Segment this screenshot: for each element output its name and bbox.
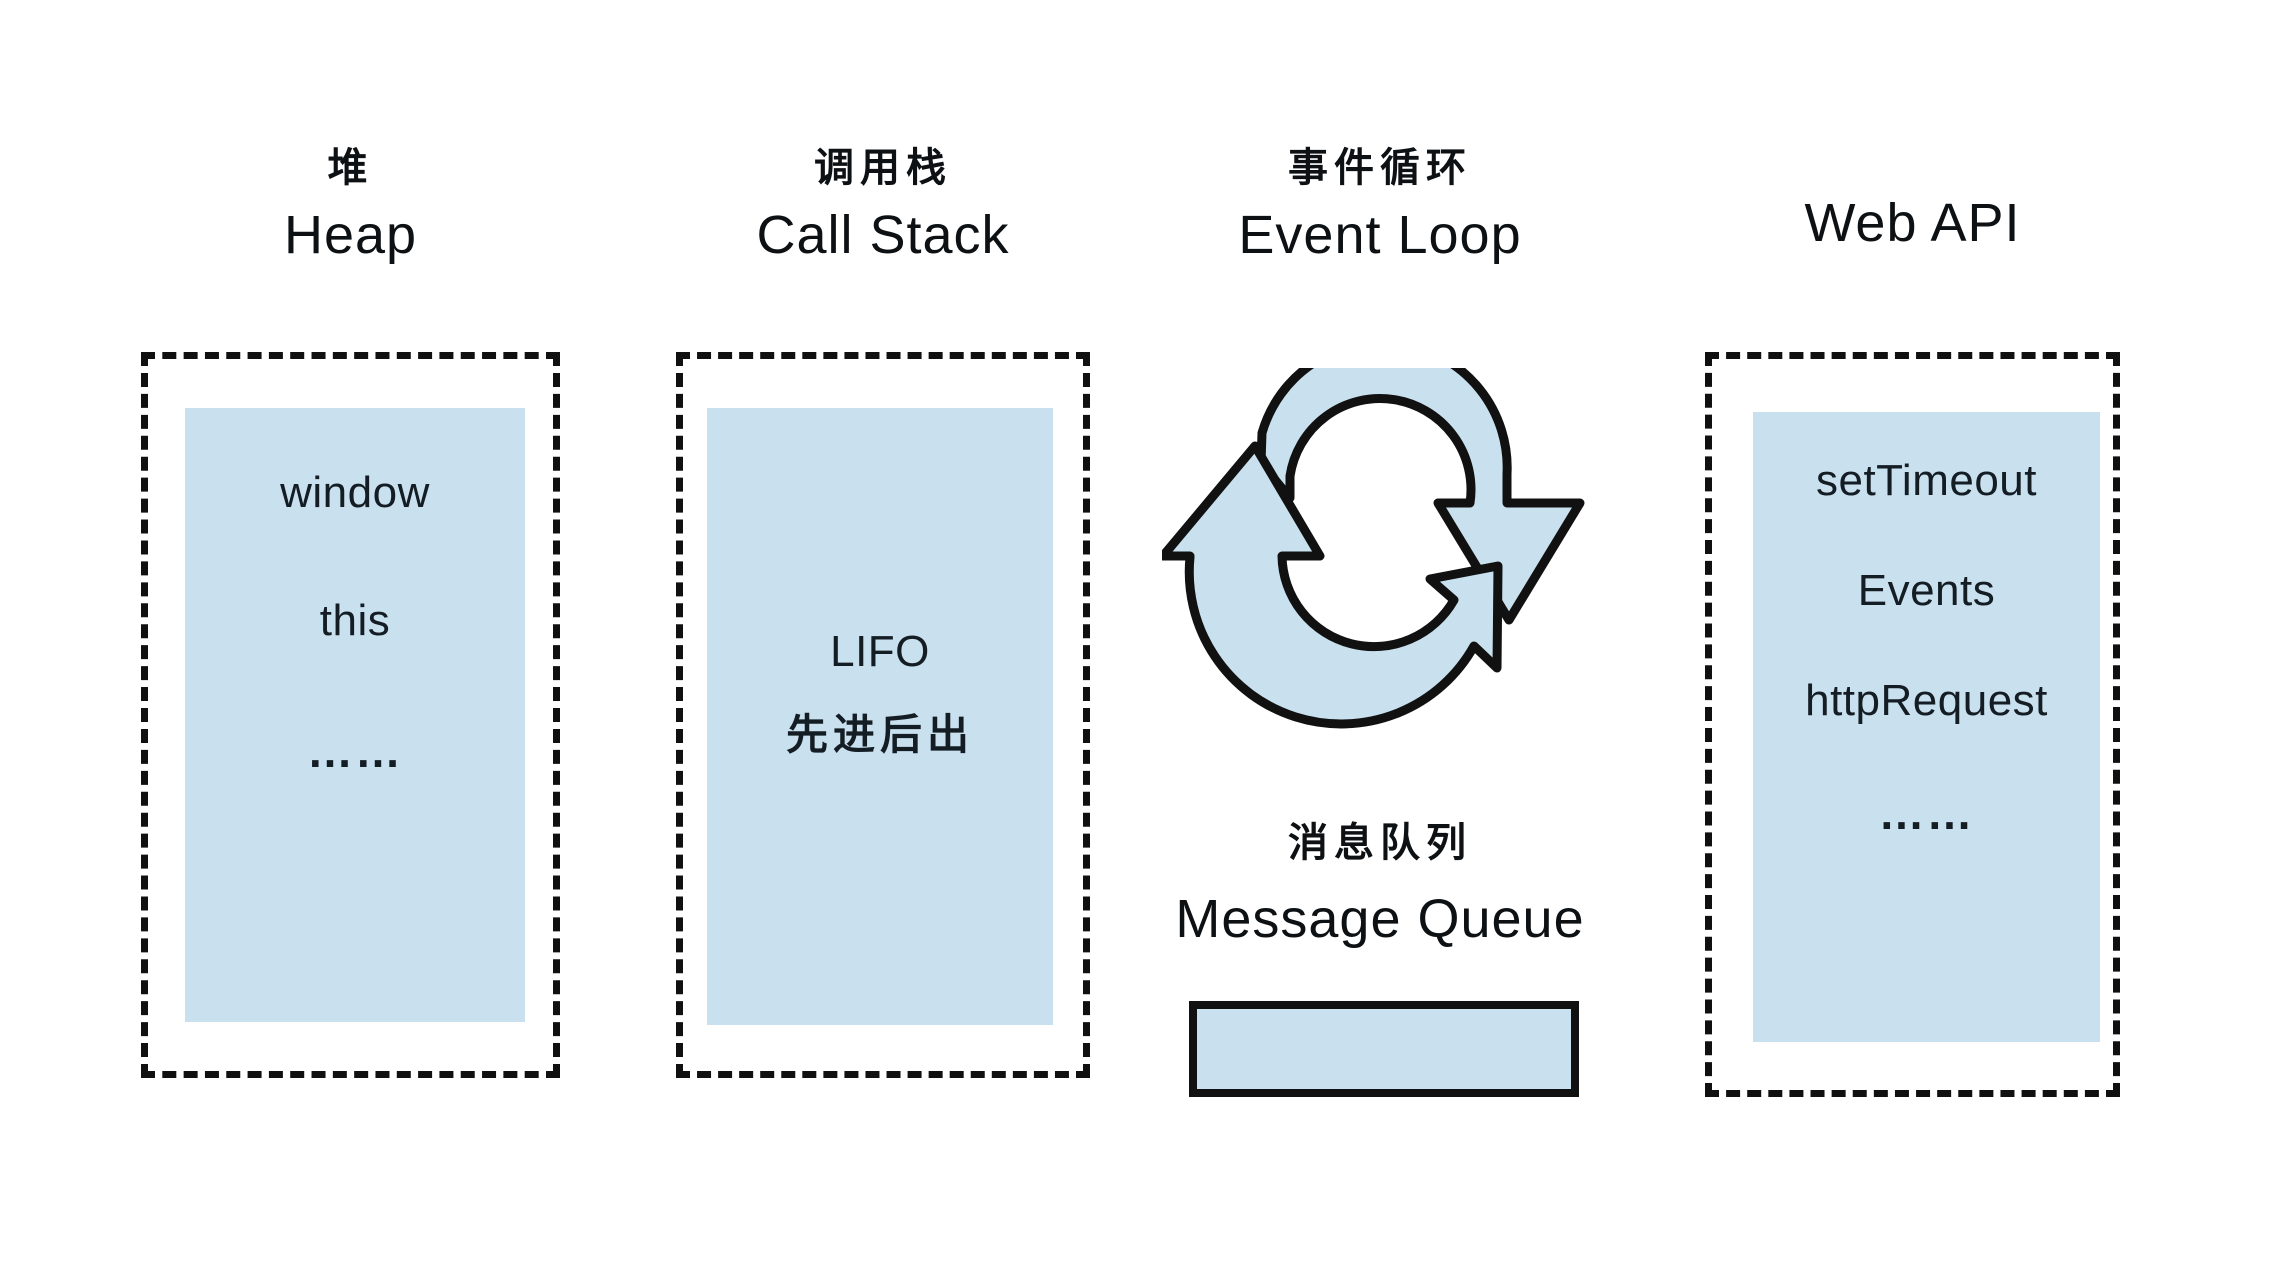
heap-item-this: this [319,596,391,645]
call-stack-item-lifo: LIFO [830,627,930,676]
event-loop-header-en: Event Loop [1238,205,1522,265]
web-api-panel: setTimeout Events httpRequest …… [1753,412,2100,1042]
message-queue-bar-rect [1189,1001,1579,1097]
arrow-counterclockwise-path [1158,441,1503,729]
heap-header-en: Heap [283,205,418,265]
call-stack-item-lifo-cn: 先进后出 [785,710,974,759]
web-api-dashed-container [1705,352,2120,1097]
circular-arrows-svg [1158,337,1585,729]
heap-item-ellipsis: …… [307,725,403,777]
event-loop-header-cn: 事件循环 [1288,145,1472,191]
message-queue-header: 消息队列 Message Queue [1100,810,1660,950]
circular-arrows-icon [1158,337,1598,738]
heap-header: 堆 Heap [141,148,560,262]
message-queue-bar-svg [1189,1001,1579,1097]
heap-header-cn: 堆 [327,145,374,191]
web-api-item-ellipsis: …… [1878,787,1975,839]
heap-panel: window this …… [185,408,525,1022]
arrow-clockwise-path [1256,337,1585,625]
web-api-item-httprequest: httpRequest [1805,676,2048,725]
web-api-item-settimeout: setTimeout [1815,456,2037,505]
call-stack-dashed-container [676,352,1090,1078]
heap-dashed-container [141,352,560,1078]
web-api-item-events: Events [1857,566,1996,615]
web-api-header-en: Web API [1804,193,2021,253]
message-queue-bar [1188,1000,1580,1098]
call-stack-header-cn: 调用栈 [814,145,952,191]
heap-item-window: window [280,468,430,517]
message-queue-header-en: Message Queue [1175,889,1585,949]
call-stack-panel: LIFO 先进后出 [707,408,1053,1025]
call-stack-header: 调用栈 Call Stack [676,148,1090,262]
call-stack-header-en: Call Stack [756,205,1010,265]
web-api-header: Web API [1705,196,2120,250]
event-loop-header: 事件循环 Event Loop [1100,148,1660,262]
message-queue-header-cn: 消息队列 [1288,820,1472,866]
